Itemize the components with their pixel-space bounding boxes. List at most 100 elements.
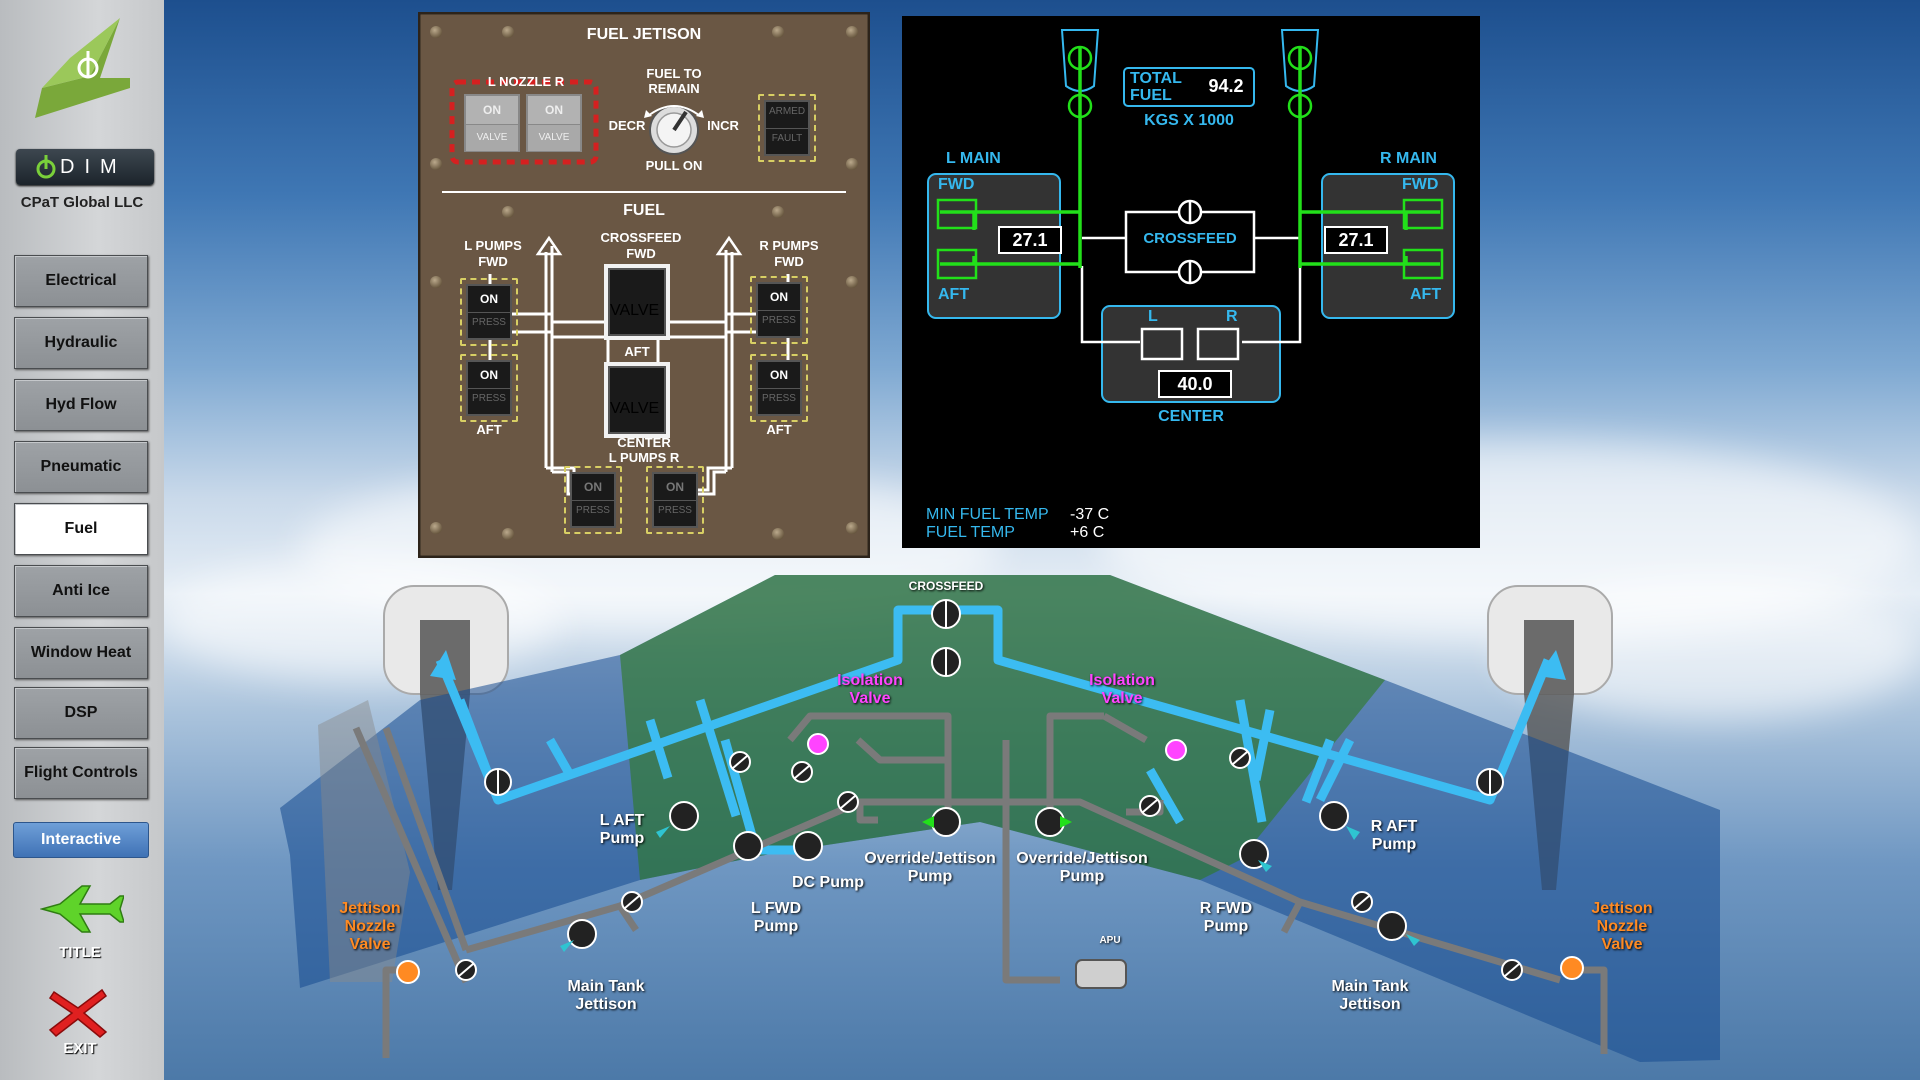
right-nozzle-switch[interactable]: ON VALVE [526,94,582,152]
fault-light: FAULT [766,128,808,155]
schematic-crossfeed-label: CROSSFEED [908,579,984,593]
l-fwd-pump-label: L FWD Pump [750,900,802,935]
l-aft-label: AFT [476,422,502,437]
jettison-nozzle-valve-left-label: Jettison Nozzle Valve [339,900,401,953]
eicas-lines [927,29,1455,403]
crossfeed-aft-valve: VALVE [610,400,660,417]
nav-anti-ice-button[interactable]: Anti Ice [14,565,148,617]
nav-pneumatic-button[interactable]: Pneumatic [14,441,148,493]
r-fwd-pump-on: ON [770,290,788,304]
fuel-to-remain-label: FUEL TO REMAIN [646,66,702,96]
aircraft-tail-logo [35,18,130,118]
center-quantity: 40.0 [1158,370,1232,398]
nav-dsp-button[interactable]: DSP [14,687,148,739]
r-main-label: R MAIN [1380,150,1437,167]
crossfeed-aft-switch[interactable]: VALVE [604,362,670,438]
r-fwd-pump-press: PRESS [758,310,800,337]
center-r-pump-switch[interactable]: ON PRESS [646,466,704,534]
r-aft-pump-label: R AFT Pump [1370,818,1418,853]
decr-label: DECR [608,118,646,133]
l-aft-label: AFT [938,286,970,303]
l-fwd-pump-switch[interactable]: ON PRESS [460,278,518,346]
center-r-pump-press: PRESS [654,500,696,527]
center-l-label: L [1148,308,1158,325]
apu-label: APU [1099,935,1121,946]
l-aft-pump-press: PRESS [468,388,510,415]
overhead-fuel-panel: FUEL JETISON L NOZZLE R ON VALVE ON VALV… [418,12,870,558]
total-fuel-label: TOTAL FUEL [1130,70,1182,104]
interactive-button[interactable]: Interactive [13,822,149,858]
jettison-arm-switch[interactable]: ARMED FAULT [758,94,816,162]
jettison-nozzle-valve-right-label: Jettison Nozzle Valve [1591,900,1653,953]
l-fwd-pump-on: ON [480,292,498,306]
right-nozzle-valve: VALVE [528,124,580,151]
power-icon [36,155,56,179]
r-aft-pump-press: PRESS [758,388,800,415]
center-l-pump-switch[interactable]: ON PRESS [564,466,622,534]
crossfeed-label: CROSSFEED [1143,230,1237,247]
nav-fuel-button[interactable]: Fuel [14,503,148,555]
r-aft-label: AFT [1410,286,1442,303]
l-aft-pump-on: ON [480,368,498,382]
center-r-label: R [1226,308,1238,325]
crossfeed-fwd-switch[interactable]: VALVE [604,264,670,340]
title-airplane-icon[interactable] [40,884,124,934]
incr-label: INCR [707,118,739,133]
nav-flight-controls-button[interactable]: Flight Controls [14,747,148,799]
left-nozzle-switch[interactable]: ON VALVE [464,94,520,152]
left-nozzle-valve: VALVE [466,124,518,151]
r-aft-label: AFT [766,422,792,437]
fuel-temp-label: FUEL TEMP [926,524,1015,541]
isolation-valve-left-label: Isolation Valve [837,672,903,707]
dim-label: DIM [60,156,127,178]
nav-hydraulic-button[interactable]: Hydraulic [14,317,148,369]
crossfeed-fwd-label: CROSSFEED FWD [600,230,682,261]
dim-button[interactable]: DIM [16,149,154,185]
crossfeed-aft-label: AFT [624,344,650,359]
r-fwd-pump-switch[interactable]: ON PRESS [750,276,808,344]
left-nozzle-on: ON [466,96,518,124]
apu-unit [1075,959,1127,989]
exit-label[interactable]: EXIT [63,1040,97,1057]
eicas-fuel-display: TOTAL FUEL 94.2 KGS X 1000 L MAIN R MAIN… [902,16,1480,548]
min-fuel-temp-label: MIN FUEL TEMP [926,506,1049,523]
main-tank-jettison-right-label: Main Tank Jettison [1331,978,1409,1013]
r-fwd-label: FWD [1402,176,1439,193]
exit-x-icon[interactable] [48,988,108,1038]
r-pumps-fwd-label: R PUMPS FWD [759,238,819,269]
dc-pump-label: DC Pump [792,874,864,891]
l-aft-pump-label: L AFT Pump [599,812,645,847]
armed-light: ARMED [768,106,806,117]
r-aft-pump-on: ON [770,368,788,382]
l-fwd-label: FWD [938,176,975,193]
title-label[interactable]: TITLE [59,944,101,961]
override-jettison-pump-left-label: Override/Jettison Pump [864,850,996,885]
nav-hyd-flow-button[interactable]: Hyd Flow [14,379,148,431]
l-fwd-pump-press: PRESS [468,312,510,339]
nav-window-heat-button[interactable]: Window Heat [14,627,148,679]
fuel-jettison-title: FUEL JETISON [586,26,702,43]
isolation-valve-right-label: Isolation Valve [1089,672,1155,707]
center-l-pump-press: PRESS [572,500,614,527]
pull-on-label: PULL ON [645,158,703,173]
total-fuel-value: 94.2 [1208,76,1244,96]
l-pumps-fwd-label: L PUMPS FWD [464,238,522,269]
l-main-label: L MAIN [946,150,1001,167]
r-fwd-pump-label: R FWD Pump [1199,900,1253,935]
r-aft-pump-switch[interactable]: ON PRESS [750,354,808,422]
fuel-temp-value: +6 C [1070,524,1105,541]
crossfeed-fwd-valve: VALVE [610,302,660,319]
center-l-pump-on: ON [584,480,602,494]
center-label: CENTER [1158,408,1224,425]
fuel-title: FUEL [623,202,665,219]
min-fuel-temp-value: -37 C [1070,506,1110,523]
center-pumps-label: CENTER [617,435,671,450]
center-r-pump-on: ON [666,480,684,494]
main-tank-jettison-left-label: Main Tank Jettison [567,978,645,1013]
nav-electrical-button[interactable]: Electrical [14,255,148,307]
right-engine [1487,585,1613,890]
company-name: CPaT Global LLC [20,194,144,211]
l-main-quantity: 27.1 [998,226,1062,254]
l-aft-pump-switch[interactable]: ON PRESS [460,354,518,422]
